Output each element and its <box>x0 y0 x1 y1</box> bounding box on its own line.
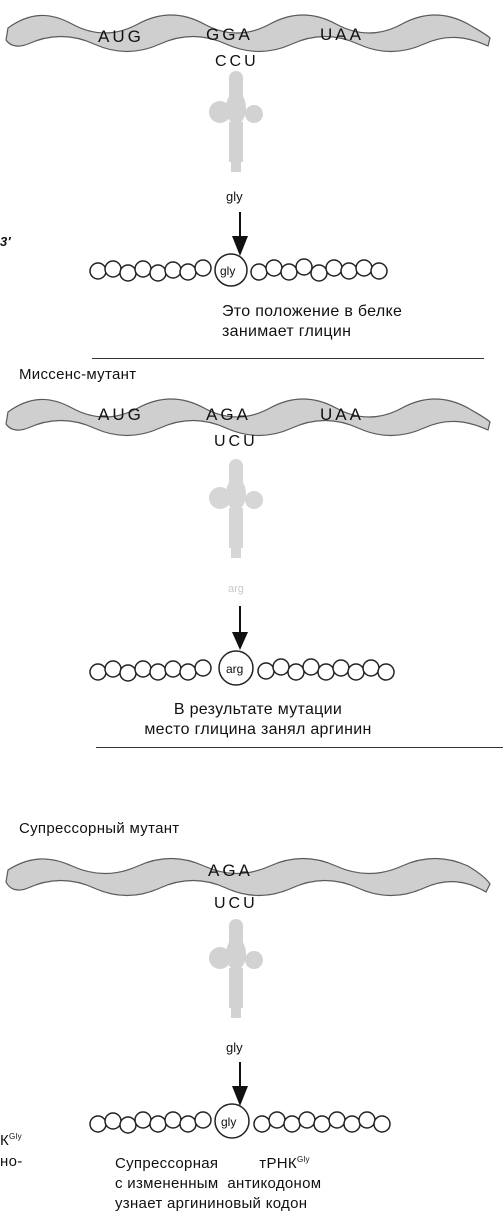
panel-missense: AUG AGA UAA UCU arg <box>6 399 490 685</box>
arrow-down-icon <box>232 1086 248 1106</box>
anticodon-ucu: UCU <box>214 433 258 450</box>
chain-residue-label: arg <box>226 662 243 676</box>
caption-line: занимает глицин <box>222 322 502 342</box>
caption-missense: В результате мутации место глицина занял… <box>98 700 418 740</box>
arrow-down-icon <box>232 632 248 650</box>
chain-residue-label: gly <box>220 264 235 278</box>
codon-aga: AGA <box>206 405 251 424</box>
codon-aga: AGA <box>208 861 253 880</box>
panel-title-suppressor: Супрессорный мутант <box>19 820 179 837</box>
chain-residue-label: gly <box>221 1115 236 1129</box>
amino-acid-label: gly <box>226 1040 243 1055</box>
caption-line-2: с измененным антикодоном <box>115 1174 321 1194</box>
amino-acid-label: gly <box>226 189 243 204</box>
panel-suppressor: AGA UCU gly <box>6 859 490 1139</box>
polypeptide-chain <box>90 254 387 286</box>
caption-gly-superscript: Gly <box>297 1155 310 1164</box>
trna-molecule <box>209 919 263 1018</box>
trna-molecule <box>209 459 263 558</box>
anticodon-ccu: CCU <box>215 53 259 70</box>
caption-line: место глицина занял аргинин <box>98 720 418 740</box>
codon-aug: AUG <box>98 27 144 46</box>
caption-suppressor: Супрессорная тРНКGly с измененным антико… <box>115 1150 321 1214</box>
codon-uaa: UAA <box>320 405 364 424</box>
polypeptide-chain <box>90 1104 390 1138</box>
caption-wild-type: Это положение в белке занимает глицин <box>222 302 502 342</box>
caption-word-trna: тРНК <box>259 1155 297 1172</box>
k-gly-fragment: КGly <box>0 1132 22 1149</box>
amino-acid-label: arg <box>228 583 244 595</box>
trna-molecule <box>209 71 263 172</box>
caption-line: Это положение в белке <box>222 302 502 322</box>
panel-title-missense: Миссенс-мутант <box>19 366 136 383</box>
caption-line-1: Супрессорная тРНКGly <box>115 1150 321 1174</box>
panel-wild-type: AUG GGA UAA CCU gly <box>6 15 490 286</box>
three-prime-label: 3′ <box>0 234 11 249</box>
codon-aug: AUG <box>98 405 144 424</box>
divider-line <box>92 358 484 359</box>
arrow-down-icon <box>232 236 248 256</box>
k-gly-superscript: Gly <box>9 1132 22 1141</box>
divider-line <box>96 747 503 748</box>
caption-line-3: узнает аргининовый кодон <box>115 1194 321 1214</box>
anticodon-ucu: UCU <box>214 895 258 912</box>
k-gly-base: К <box>0 1132 9 1149</box>
caption-line: В результате мутации <box>98 700 418 720</box>
no-fragment: но- <box>0 1153 23 1170</box>
codon-gga: GGA <box>206 25 253 44</box>
codon-uaa: UAA <box>320 25 364 44</box>
caption-word-suppressor: Супрессорная <box>115 1155 218 1172</box>
